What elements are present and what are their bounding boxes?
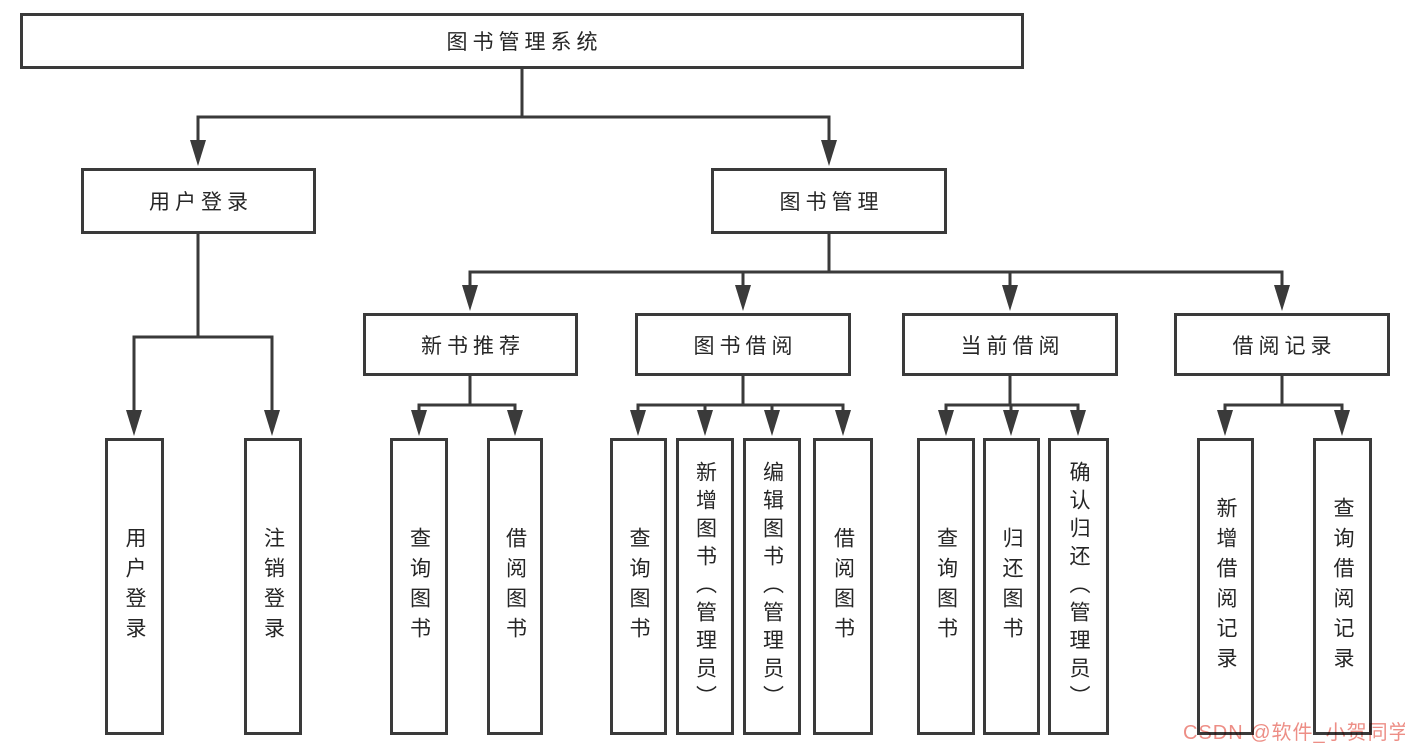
leaf-cb-return-book-label: 归还图书: [1000, 526, 1023, 647]
leaf-user-login: 用户登录: [105, 438, 164, 735]
leaf-nb-query-book: 查询图书: [390, 438, 448, 735]
arrowheads: [126, 140, 1350, 436]
leaf-cb-confirm-return-admin: 确认归还（管理员）: [1048, 438, 1109, 735]
node-new-book-recommend: 新书推荐: [363, 313, 578, 376]
leaf-cb-return-book: 归还图书: [983, 438, 1040, 735]
node-book-management: 图书管理: [711, 168, 947, 234]
leaf-bb-edit-book-admin: 编辑图书（管理员）: [743, 438, 801, 735]
leaf-bb-add-book-admin: 新增图书（管理员）: [676, 438, 734, 735]
leaf-cb-query-book: 查询图书: [917, 438, 975, 735]
leaf-bb-query-book-label: 查询图书: [627, 526, 650, 647]
node-library-system: 图书管理系统: [20, 13, 1024, 69]
leaf-br-add-record-label: 新增借阅记录: [1214, 496, 1237, 677]
leaf-user-login-label: 用户登录: [123, 526, 146, 647]
leaf-cb-confirm-return-admin-label: 确认归还（管理员）: [1067, 460, 1090, 713]
leaf-bb-borrow-book-label: 借阅图书: [831, 526, 855, 647]
leaf-br-add-record: 新增借阅记录: [1197, 438, 1254, 735]
node-borrow-record: 借阅记录: [1174, 313, 1390, 376]
csdn-watermark: CSDN @软件_小贺同学: [1183, 722, 1405, 744]
leaf-cb-query-book-label: 查询图书: [934, 526, 958, 647]
leaf-bb-edit-book-admin-label: 编辑图书（管理员）: [760, 460, 784, 713]
leaf-nb-borrow-book: 借阅图书: [487, 438, 543, 735]
node-user-login: 用户登录: [81, 168, 316, 234]
leaf-bb-add-book-admin-label: 新增图书（管理员）: [693, 460, 717, 713]
leaf-br-query-record-label: 查询借阅记录: [1331, 496, 1354, 677]
leaf-logout: 注销登录: [244, 438, 302, 735]
node-book-borrow: 图书借阅: [635, 313, 851, 376]
leaf-nb-query-book-label: 查询图书: [407, 526, 431, 647]
leaf-bb-borrow-book: 借阅图书: [813, 438, 873, 735]
leaf-logout-label: 注销登录: [261, 526, 285, 647]
leaf-nb-borrow-book-label: 借阅图书: [503, 526, 527, 647]
node-current-borrow: 当前借阅: [902, 313, 1118, 376]
leaf-bb-query-book: 查询图书: [610, 438, 667, 735]
leaf-br-query-record: 查询借阅记录: [1313, 438, 1372, 735]
